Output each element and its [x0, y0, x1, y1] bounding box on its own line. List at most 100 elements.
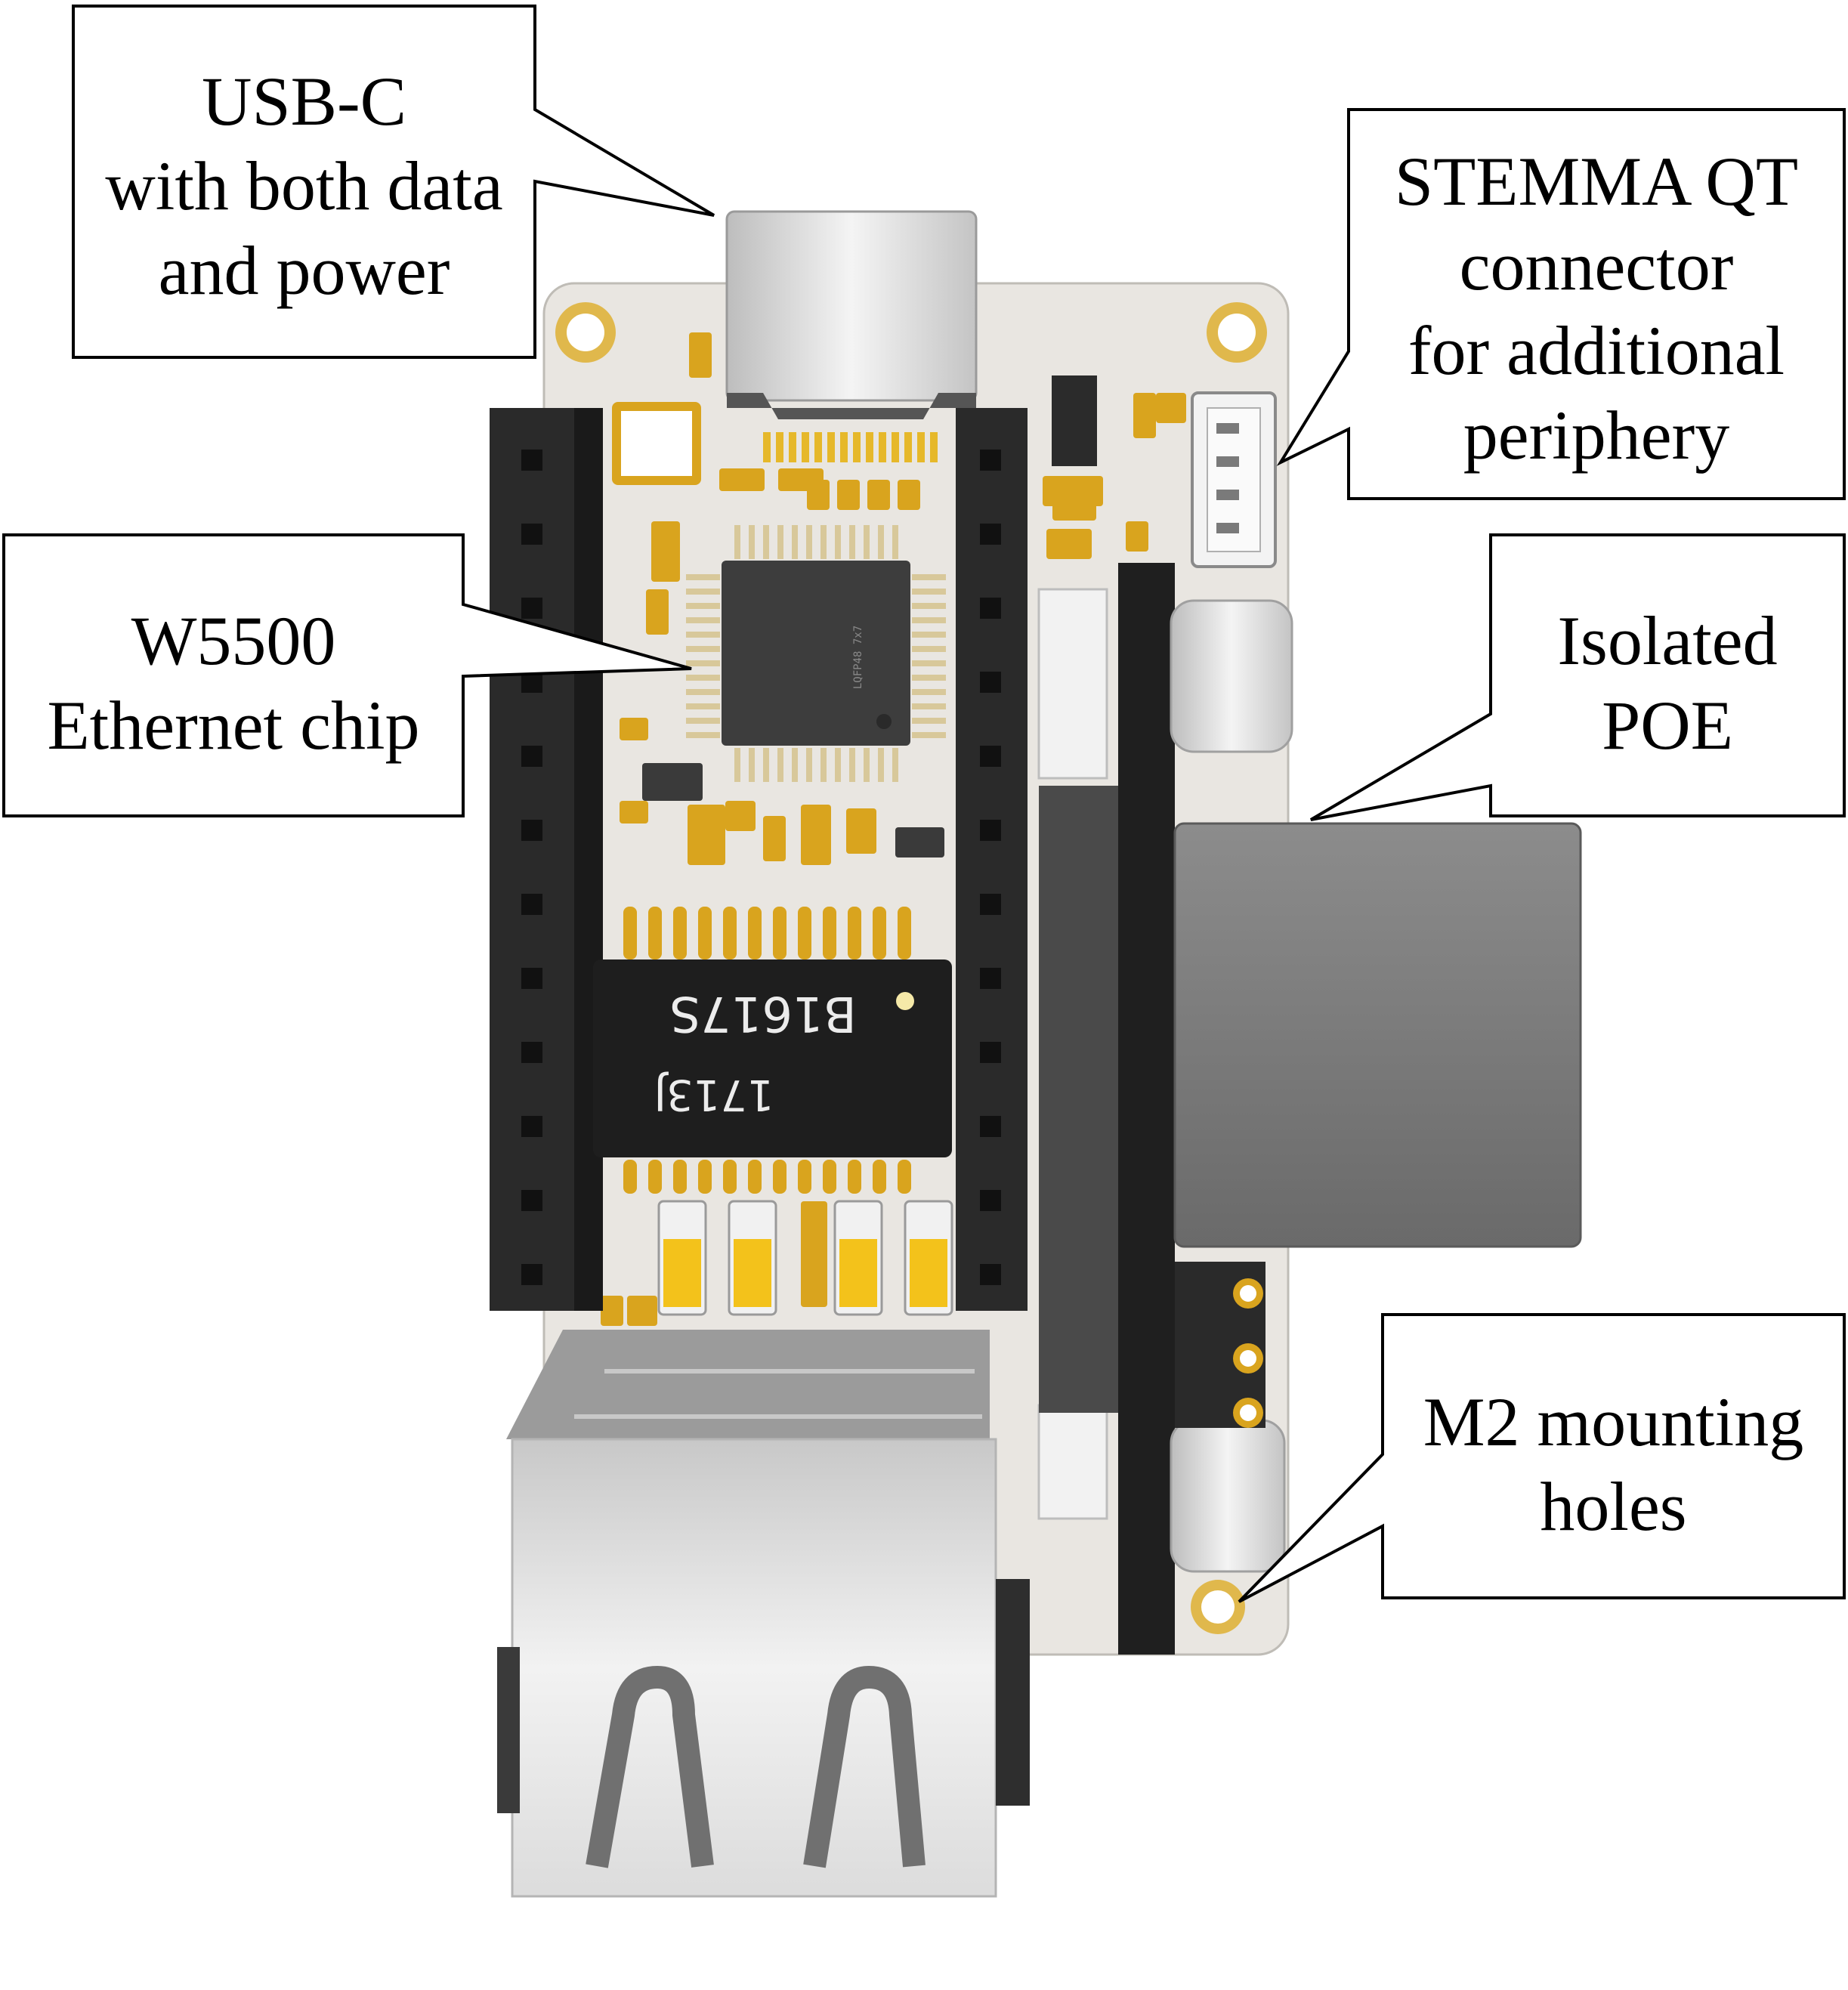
smd-part — [1043, 476, 1103, 506]
chip-pin — [912, 646, 946, 652]
header-pin — [521, 820, 542, 841]
smd-part — [627, 1296, 657, 1326]
transformer-pin — [623, 1160, 637, 1194]
usb-pad — [789, 432, 796, 462]
chip-pin — [806, 748, 812, 782]
header-pin — [980, 1116, 1001, 1137]
chip-pin — [912, 660, 946, 666]
chip-pin — [686, 632, 720, 638]
smd-part — [651, 521, 680, 582]
callout-stemma-qt-line2: connector — [1459, 227, 1734, 304]
chip-pin — [912, 675, 946, 681]
transformer-pin — [673, 1160, 687, 1194]
chip-pin — [749, 748, 755, 782]
chip-pin — [912, 632, 946, 638]
header-pin — [521, 1190, 542, 1211]
usb-pad — [776, 432, 783, 462]
transformer-pin — [748, 907, 762, 959]
callout-m2-holes-box — [1238, 1313, 1846, 1603]
stemma-pin — [1216, 523, 1239, 533]
transformer-pin — [698, 1160, 712, 1194]
chip-pin — [835, 748, 841, 782]
transformer-pin — [898, 907, 911, 959]
stemma-pin — [1216, 456, 1239, 467]
stemma-qt-connector — [1191, 391, 1277, 568]
smd-part — [601, 1296, 623, 1326]
transformer-pin — [898, 1160, 911, 1194]
header-pin — [980, 598, 1001, 619]
chip-pin — [820, 748, 827, 782]
usb-pad — [763, 432, 771, 462]
usb-pad — [930, 432, 938, 462]
transformer-pin — [773, 907, 786, 959]
crystal-component — [612, 402, 701, 485]
transformer-pin — [848, 1160, 861, 1194]
callout-stemma-qt-box — [1276, 108, 1846, 500]
usb-pad — [802, 432, 809, 462]
smd-part — [867, 480, 890, 510]
smd-part — [801, 1201, 827, 1307]
transformer-pin — [823, 1160, 836, 1194]
chip-pin — [734, 748, 740, 782]
callout-m2-holes: M2 mounting holes — [1383, 1380, 1844, 1549]
regulator-ic — [1052, 375, 1097, 466]
w5500-chip: LQFP48 7x7 — [686, 525, 946, 782]
chip-pin — [849, 748, 855, 782]
transformer-pin — [798, 1160, 811, 1194]
usb-pad — [904, 432, 912, 462]
mounting-holes — [555, 302, 1267, 1634]
chip-pin — [686, 574, 720, 580]
header-pin — [980, 820, 1001, 841]
callout-usb-c: USB-C with both data and power — [73, 59, 535, 313]
stemma-pin — [1216, 423, 1239, 434]
header-pin — [521, 1042, 542, 1063]
chip-pin — [777, 748, 783, 782]
chip-pin — [686, 675, 720, 681]
chip-pin — [763, 525, 769, 559]
header-pin — [521, 894, 542, 915]
smd-part — [801, 805, 831, 865]
smd-part — [1126, 521, 1148, 552]
chip-pin — [912, 574, 946, 580]
transformer-pin — [873, 907, 886, 959]
callout-w5500-line2: Ethernet chip — [47, 687, 420, 764]
transformer-pin — [848, 907, 861, 959]
header-pin — [980, 1190, 1001, 1211]
stemma-pin — [1216, 490, 1239, 500]
callout-m2-holes-line2: holes — [1540, 1468, 1687, 1545]
header-pin — [521, 524, 542, 545]
transformer-pin — [748, 1160, 762, 1194]
transformer-pin — [773, 1160, 786, 1194]
chip-pin — [892, 525, 898, 559]
bottom-capacitors — [657, 1200, 953, 1316]
smd-part — [898, 480, 920, 510]
chip-pin — [878, 525, 884, 559]
chip-pin — [912, 689, 946, 695]
chip-pin — [686, 732, 720, 738]
usb-pad — [866, 432, 873, 462]
pin-header-right — [956, 408, 1028, 1311]
transformer-pin — [648, 1160, 662, 1194]
chip-pin — [864, 748, 870, 782]
smd-part — [1133, 393, 1156, 438]
header-pin — [980, 450, 1001, 471]
chip-marking: LQFP48 7x7 — [852, 626, 864, 689]
usb-pad — [853, 432, 861, 462]
chip-pin — [792, 525, 798, 559]
callout-usb-c-box — [72, 5, 715, 359]
header-pin — [980, 1264, 1001, 1285]
smd-part — [895, 827, 944, 857]
transformer-pin — [873, 1160, 886, 1194]
smd-part — [688, 805, 725, 865]
chip-pin — [686, 617, 720, 623]
chip-pin — [686, 646, 720, 652]
callout-isolated-poe-box — [1309, 533, 1846, 821]
chip-pin — [912, 732, 946, 738]
smd-part — [719, 468, 765, 491]
transformer-pin — [623, 907, 637, 959]
callout-isolated-poe: Isolated POE — [1491, 598, 1844, 768]
chip-pin — [806, 525, 812, 559]
chip-pin — [864, 525, 870, 559]
